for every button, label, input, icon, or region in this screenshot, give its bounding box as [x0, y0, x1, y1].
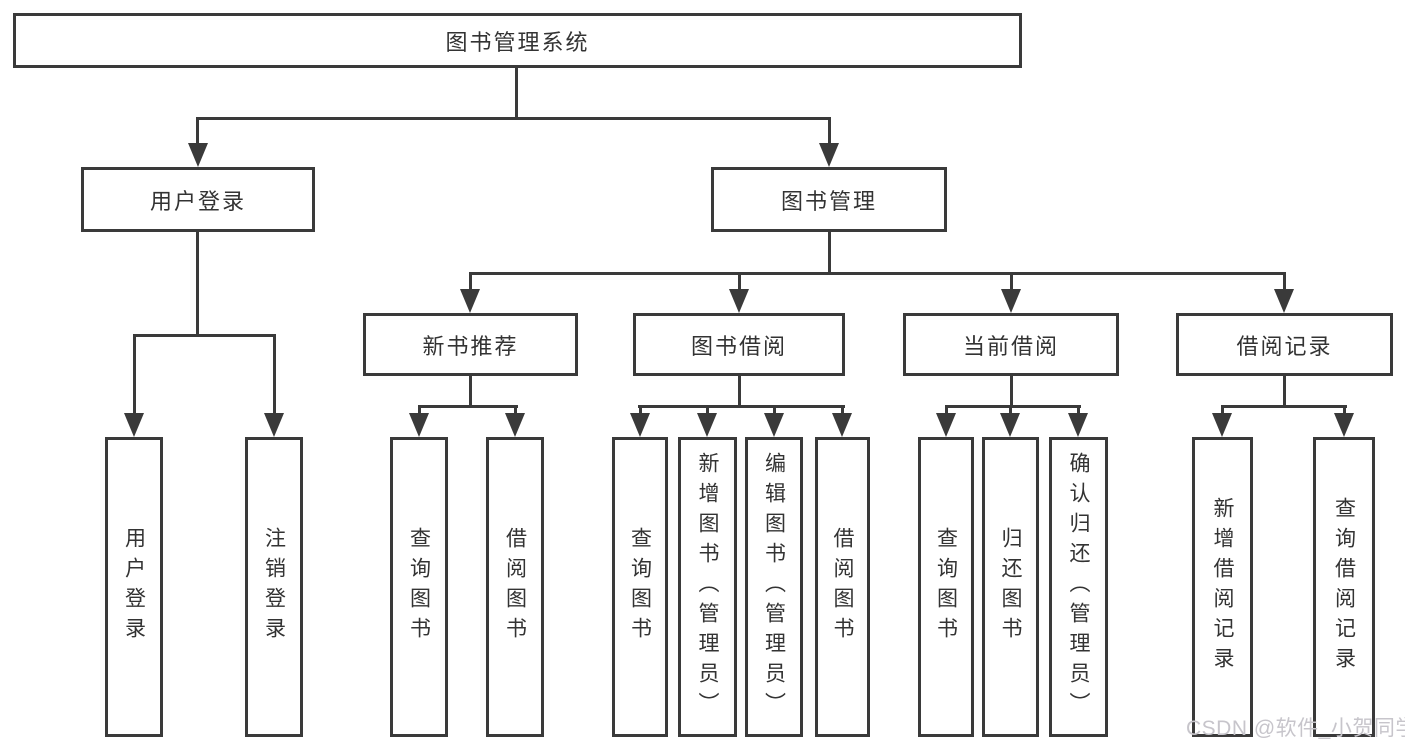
arrowhead-down-icon [819, 143, 839, 167]
connector-line [418, 405, 518, 408]
connector-line [1010, 376, 1013, 408]
arrowhead-down-icon [1000, 413, 1020, 437]
arrowhead-down-icon [1212, 413, 1232, 437]
leaf-label: 查询图书 [407, 527, 431, 647]
connector-line [738, 376, 741, 408]
arrowhead-down-icon [1068, 413, 1088, 437]
node-user-login: 用户登录 [81, 167, 315, 232]
node-new-book-recommend: 新书推荐 [363, 313, 578, 376]
node-label: 图书管理 [780, 188, 877, 214]
leaf-borrow-book: 借阅图书 [815, 437, 870, 737]
node-label: 图书管理系统 [445, 29, 590, 55]
node-label: 图书借阅 [690, 333, 787, 359]
connector-line [514, 405, 517, 417]
node-library-system: 图书管理系统 [13, 13, 1022, 68]
connector-line [639, 405, 642, 417]
connector-line [773, 405, 776, 417]
leaf-query-book-recommend: 查询图书 [390, 437, 448, 737]
leaf-edit-book-admin: 编辑图书（管理员） [745, 437, 803, 737]
arrowhead-down-icon [630, 413, 650, 437]
leaf-add-borrow-record: 新增借阅记录 [1192, 437, 1253, 737]
connector-line [638, 405, 845, 408]
arrowhead-down-icon [1001, 289, 1021, 313]
connector-line [469, 272, 472, 292]
connector-line [706, 405, 709, 417]
leaf-logout: 注销登录 [245, 437, 303, 737]
connector-line [515, 66, 518, 119]
connector-line [196, 117, 199, 145]
leaf-query-borrow-record: 查询借阅记录 [1313, 437, 1375, 737]
leaf-label: 查询借阅记录 [1332, 497, 1356, 677]
connector-line [273, 334, 276, 415]
connector-line [1077, 405, 1080, 417]
node-label: 借阅记录 [1236, 333, 1333, 359]
leaf-label: 借阅图书 [831, 527, 854, 647]
arrowhead-down-icon [460, 289, 480, 313]
leaf-return-book: 归还图书 [982, 437, 1039, 737]
leaf-label: 查询图书 [628, 527, 652, 647]
connector-line [1221, 405, 1224, 417]
arrowhead-down-icon [1274, 289, 1294, 313]
arrowhead-down-icon [729, 289, 749, 313]
connector-line [1221, 405, 1347, 408]
connector-line [1343, 405, 1346, 417]
leaf-borrow-book-recommend: 借阅图书 [486, 437, 544, 737]
arrowhead-down-icon [764, 413, 784, 437]
arrowhead-down-icon [409, 413, 429, 437]
arrowhead-down-icon [1334, 413, 1354, 437]
leaf-label: 用户登录 [122, 527, 146, 647]
arrowhead-down-icon [697, 413, 717, 437]
connector-line [738, 272, 741, 292]
connector-line [133, 334, 136, 415]
arrowhead-down-icon [188, 143, 208, 167]
leaf-label: 新增图书（管理员） [696, 452, 719, 722]
connector-line [841, 405, 844, 417]
arrowhead-down-icon [124, 413, 144, 437]
leaf-label: 注销登录 [262, 527, 286, 647]
watermark: CSDN @软件_小贺同学 [1186, 717, 1405, 740]
node-current-borrow: 当前借阅 [903, 313, 1119, 376]
arrowhead-down-icon [832, 413, 852, 437]
leaf-label: 确认归还（管理员） [1067, 452, 1090, 722]
leaf-label: 借阅图书 [503, 527, 527, 647]
node-book-borrow: 图书借阅 [633, 313, 845, 376]
connector-line [133, 334, 276, 337]
node-label: 用户登录 [149, 188, 246, 214]
connector-line [945, 405, 948, 417]
node-book-management: 图书管理 [711, 167, 947, 232]
connector-line [828, 232, 831, 275]
connector-line [1010, 272, 1013, 292]
arrowhead-down-icon [505, 413, 525, 437]
connector-line [1009, 405, 1012, 417]
node-label: 当前借阅 [962, 333, 1059, 359]
connector-line [469, 272, 1286, 275]
leaf-user-login: 用户登录 [105, 437, 163, 737]
node-borrow-records: 借阅记录 [1176, 313, 1393, 376]
leaf-label: 新增借阅记录 [1211, 497, 1234, 677]
node-label: 新书推荐 [422, 333, 519, 359]
connector-line [1283, 272, 1286, 292]
connector-line [418, 405, 421, 417]
connector-line [945, 405, 1081, 408]
leaf-label: 归还图书 [999, 527, 1022, 647]
connector-line [469, 376, 472, 408]
leaf-query-book-current: 查询图书 [918, 437, 974, 737]
leaf-label: 查询图书 [934, 527, 958, 647]
connector-line [196, 117, 831, 120]
leaf-confirm-return-admin: 确认归还（管理员） [1049, 437, 1108, 737]
arrowhead-down-icon [936, 413, 956, 437]
leaf-query-book-borrow: 查询图书 [612, 437, 668, 737]
connector-line [196, 232, 199, 337]
connector-line [1283, 376, 1286, 408]
connector-line [828, 117, 831, 145]
arrowhead-down-icon [264, 413, 284, 437]
leaf-label: 编辑图书（管理员） [762, 452, 786, 722]
leaf-add-book-admin: 新增图书（管理员） [678, 437, 737, 737]
